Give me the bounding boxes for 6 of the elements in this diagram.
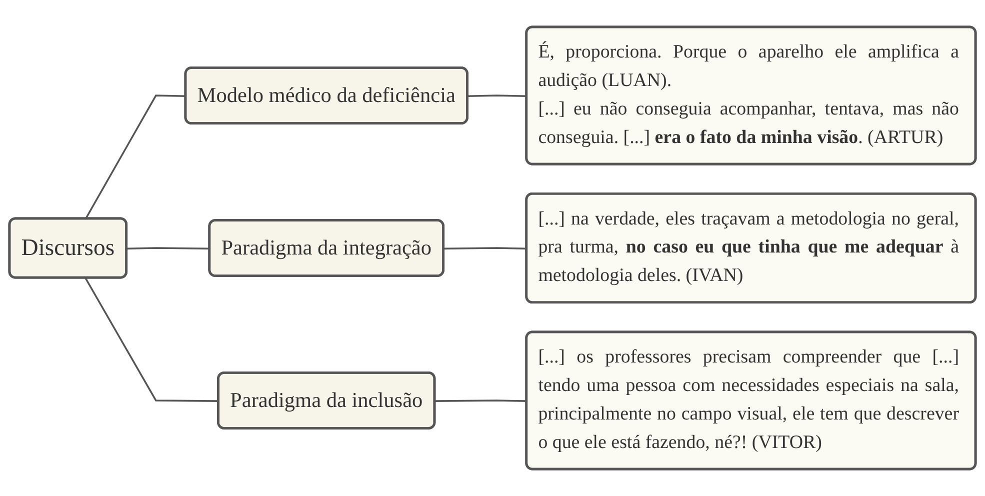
connector	[84, 278, 219, 402]
connector	[84, 94, 186, 220]
connector	[435, 400, 527, 402]
connector	[126, 247, 210, 250]
connector	[444, 247, 527, 250]
connector	[468, 94, 527, 97]
